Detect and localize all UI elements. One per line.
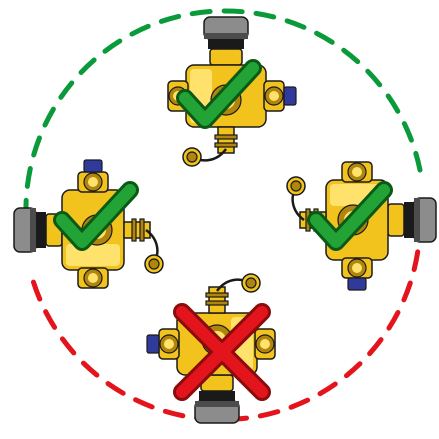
diagram-canvas [0, 0, 439, 439]
valve-orientation-diagram [0, 0, 439, 439]
